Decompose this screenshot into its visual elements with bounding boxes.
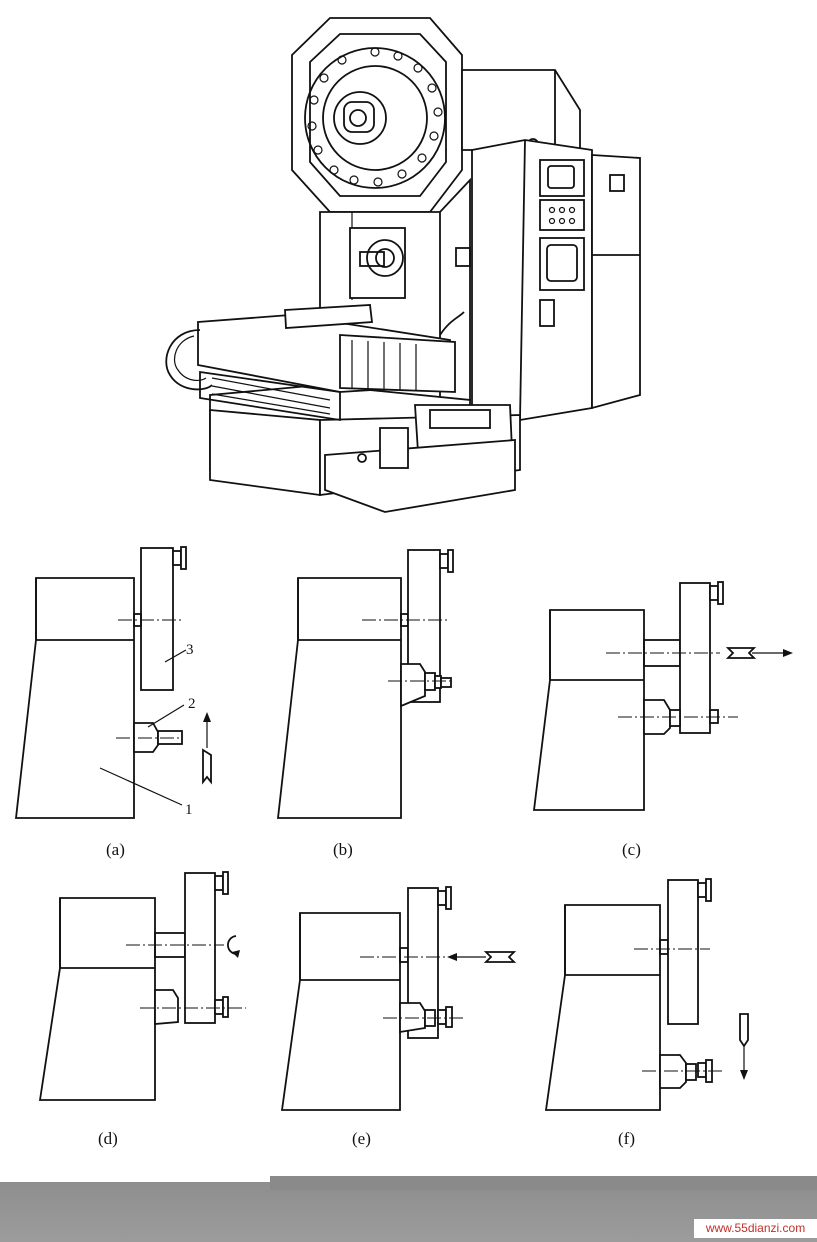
- panel-label-d: (d): [98, 1129, 118, 1148]
- footer-band: [0, 1182, 817, 1242]
- part-number-3: 3: [186, 642, 194, 658]
- panel-label-a: (a): [106, 840, 125, 859]
- panel-label-c: (c): [622, 840, 641, 859]
- panel-c: [532, 581, 793, 811]
- footer-caption-band: [270, 1176, 817, 1190]
- panel-f: [544, 878, 749, 1111]
- panel-label-b: (b): [333, 840, 353, 859]
- panel-label-f: (f): [618, 1129, 635, 1148]
- part-number-2: 2: [188, 696, 196, 712]
- part-number-1: 1: [185, 802, 193, 818]
- panel-d: [38, 871, 246, 1101]
- watermark-link[interactable]: www.55dianzi.com: [694, 1219, 817, 1238]
- panel-label-e: (e): [352, 1129, 371, 1148]
- machine-illustration: [165, 17, 641, 513]
- panel-e: [280, 886, 517, 1111]
- panel-a: [14, 546, 212, 819]
- panel-b: [276, 549, 454, 819]
